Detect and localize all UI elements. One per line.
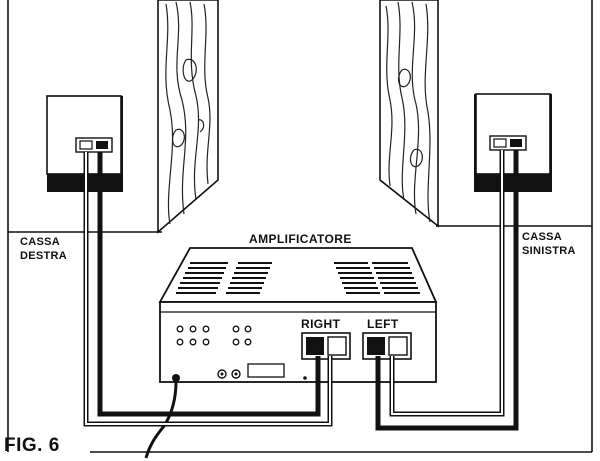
cable-right-channel [83,152,333,427]
left-wall-panel [157,0,219,234]
speaker-right-label-line1: CASSA [20,236,60,248]
amplifier-label: AMPLIFICATORE [249,232,352,246]
cable-left-channel [375,150,519,431]
speaker-right-channel [46,95,123,192]
speaker-right-label-line2: DESTRA [20,250,67,262]
speaker-left-label-line2: SINISTRA [522,245,576,257]
left-terminal-label: LEFT [367,317,399,331]
amplifier-controls [172,363,307,382]
amplifier-right-output [301,332,351,360]
speaker-left-channel [474,93,552,192]
amplifier [158,247,438,383]
speaker-left-label-line1: CASSA [522,231,562,243]
amplifier-vents [176,262,420,294]
amplifier-input-jacks [176,325,252,346]
right-terminal-label: RIGHT [301,317,341,331]
right-wall-panel [379,0,439,228]
power-cord [144,381,178,459]
figure-label: FIG. 6 [4,435,60,456]
amplifier-left-output [362,332,412,360]
